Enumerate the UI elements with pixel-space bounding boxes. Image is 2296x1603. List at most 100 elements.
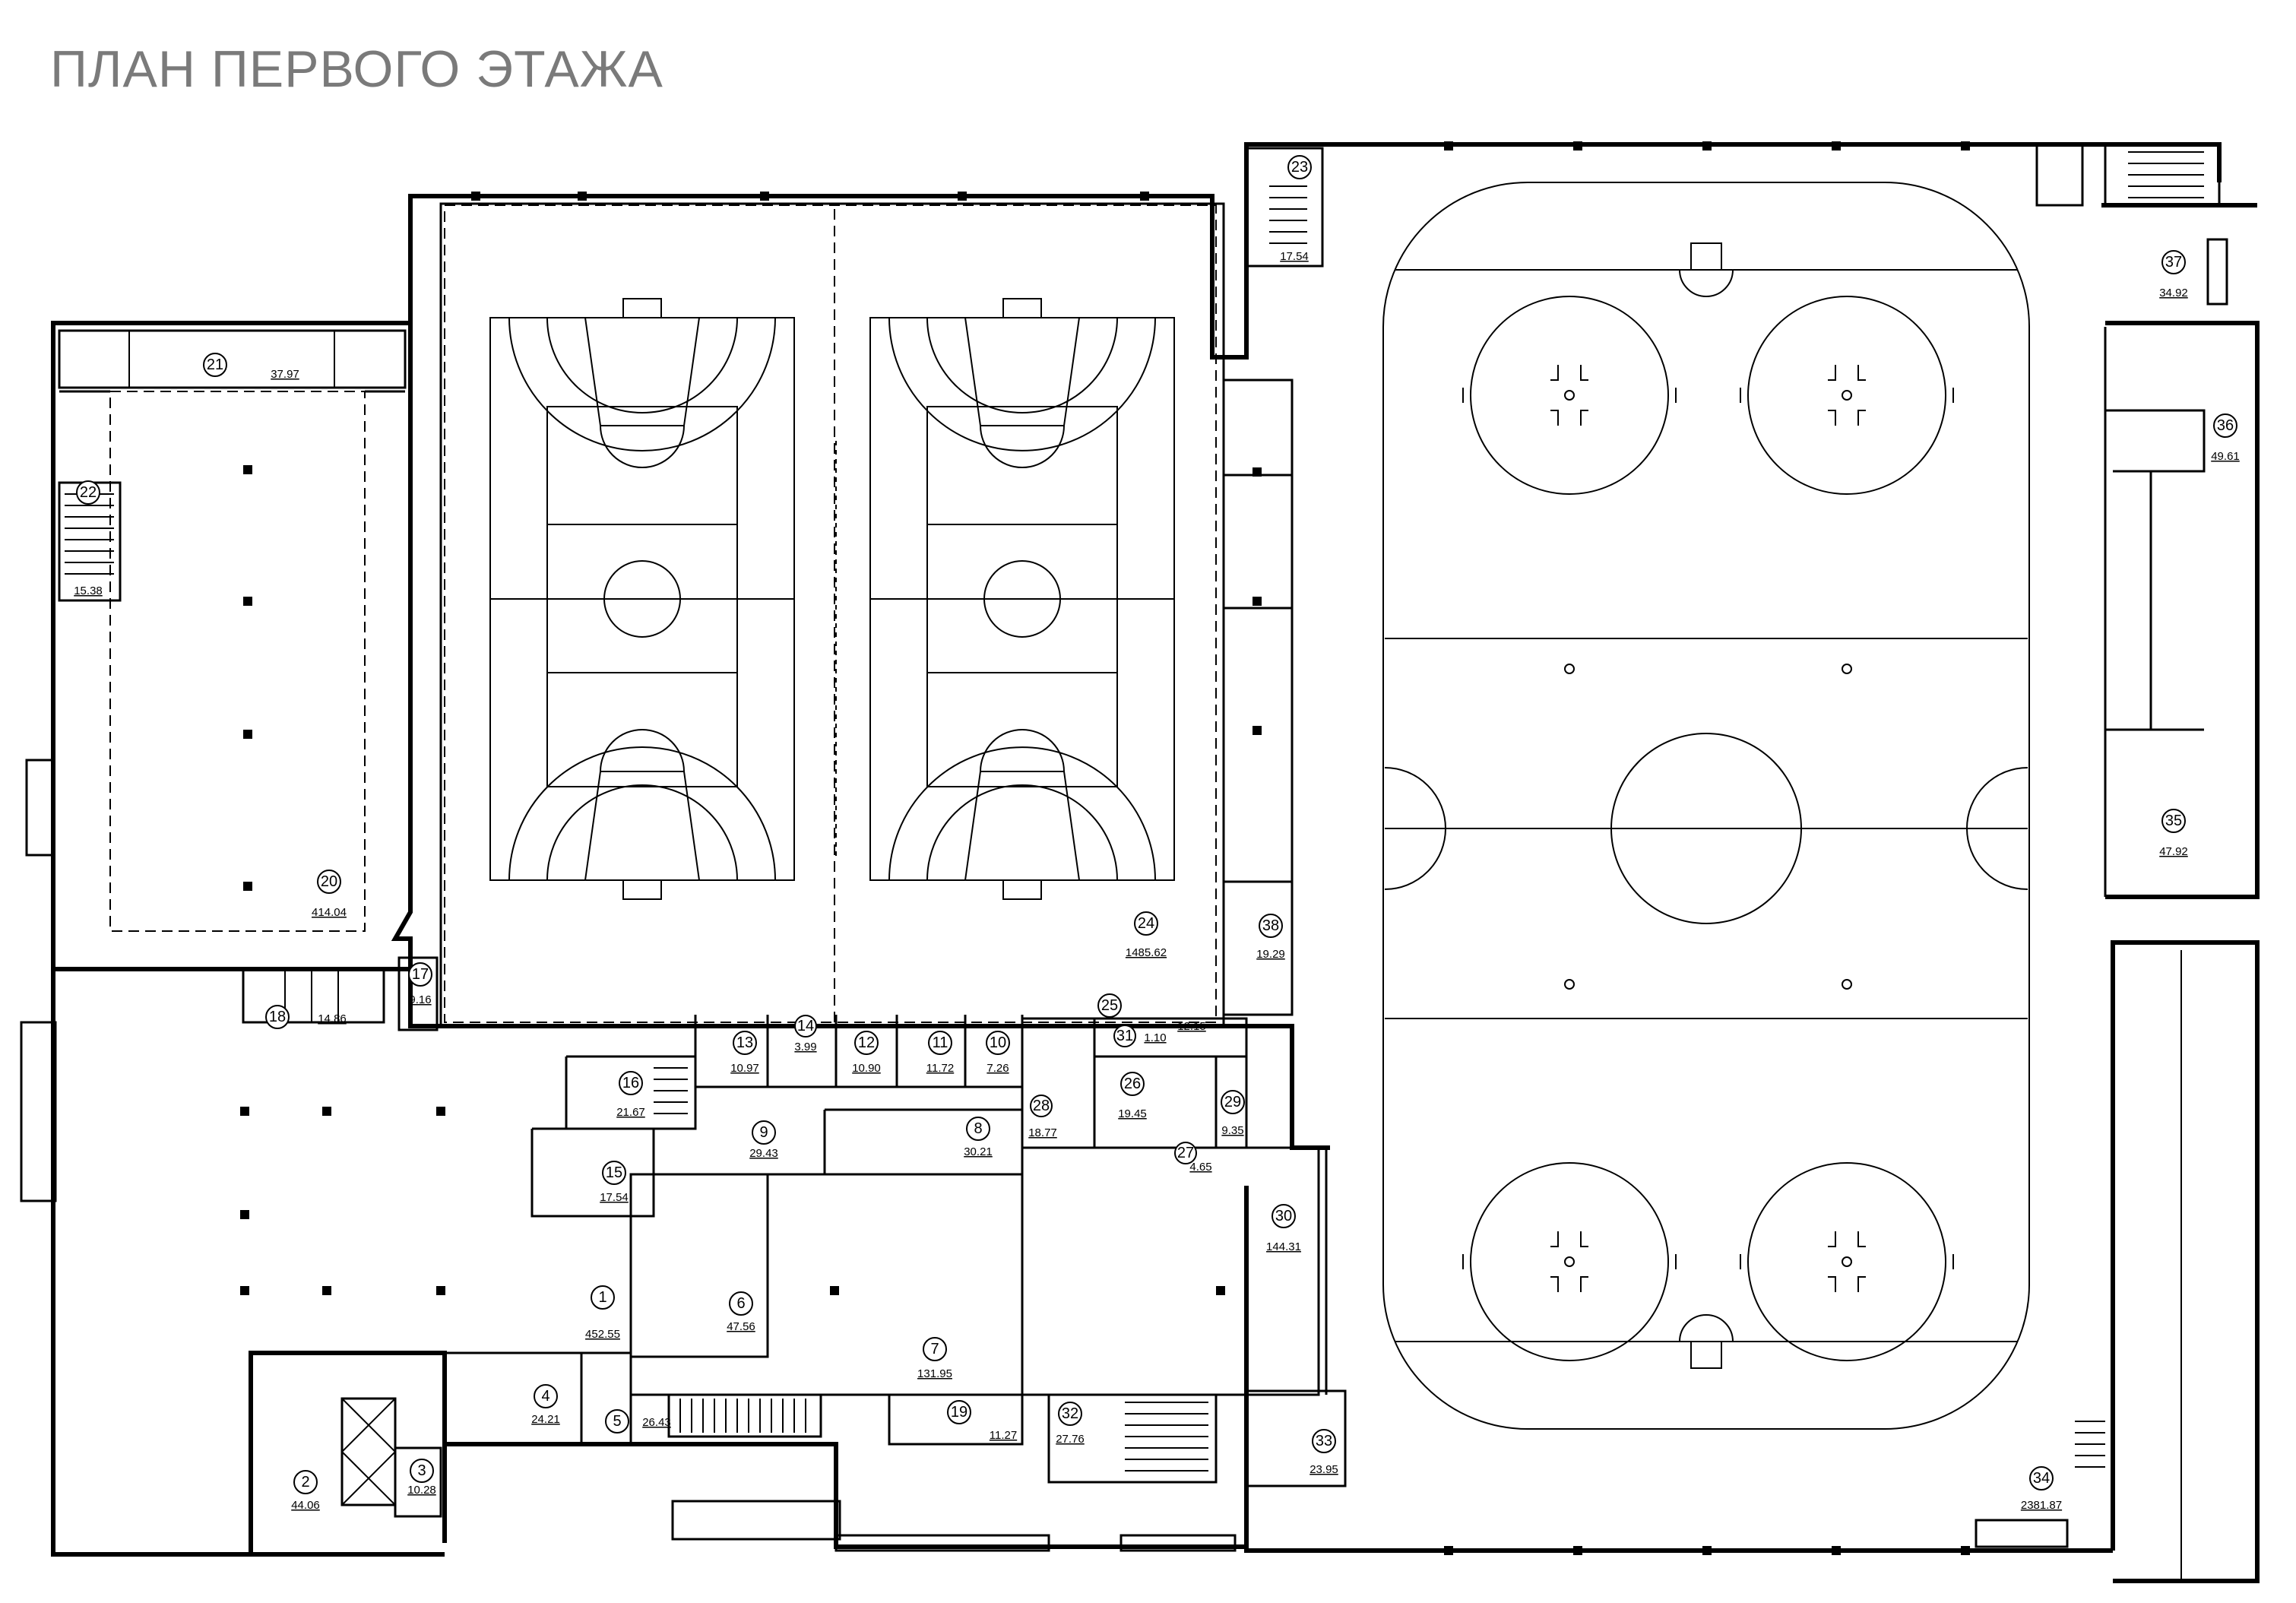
room-marker: 10: [986, 1031, 1010, 1055]
svg-text:3: 3: [417, 1462, 426, 1479]
svg-text:38: 38: [1262, 917, 1279, 934]
room-area: 19.29: [1256, 948, 1285, 961]
room-area: 11.27: [990, 1429, 1017, 1442]
room-area: 11.72: [926, 1062, 954, 1075]
basketball-court-b: [869, 298, 1175, 900]
room-area: 19.45: [1118, 1107, 1147, 1120]
room-marker: 7: [923, 1337, 947, 1361]
svg-text:4: 4: [541, 1388, 549, 1405]
room-area: 34.92: [2159, 287, 2188, 299]
central-rooms: [20, 956, 1237, 1552]
svg-text:21: 21: [207, 356, 223, 373]
room-area: 131.95: [917, 1367, 952, 1380]
room-marker: 6: [729, 1291, 753, 1316]
room-area: 44.06: [291, 1499, 320, 1512]
room-marker: 25: [1097, 993, 1122, 1018]
room-marker: 3: [410, 1459, 434, 1483]
room-area: 7.26: [986, 1062, 1009, 1075]
room-marker: 34: [2029, 1466, 2054, 1491]
stair-top-right: [2128, 151, 2204, 198]
svg-text:13: 13: [736, 1034, 753, 1051]
room-marker: 14: [794, 1015, 817, 1038]
svg-text:10: 10: [990, 1034, 1006, 1051]
left-wing: [25, 329, 407, 932]
room-marker: 30: [1272, 1204, 1296, 1228]
room-marker: 15: [602, 1161, 626, 1185]
room-area: 12.15: [1177, 1020, 1206, 1033]
room-marker: 32: [1058, 1402, 1082, 1426]
svg-text:6: 6: [736, 1295, 745, 1312]
room-area: 49.61: [2211, 450, 2240, 463]
room-marker: 29: [1221, 1090, 1245, 1114]
room-marker: 31: [1113, 1025, 1136, 1047]
room-marker: 1: [591, 1285, 615, 1310]
svg-text:25: 25: [1101, 997, 1118, 1014]
room-area: 144.31: [1266, 1240, 1301, 1253]
room-area: 14.86: [318, 1012, 347, 1025]
svg-text:8: 8: [974, 1120, 982, 1137]
faceoff-marks: [1462, 365, 1954, 1292]
svg-text:34: 34: [2033, 1470, 2050, 1487]
room-marker: 8: [966, 1117, 990, 1141]
svg-text:7: 7: [930, 1341, 939, 1357]
svg-text:33: 33: [1316, 1433, 1332, 1449]
svg-text:26: 26: [1124, 1076, 1141, 1092]
svg-text:28: 28: [1033, 1098, 1050, 1114]
room-area: 1.10: [1144, 1031, 1166, 1044]
room-area: 2381.87: [2021, 1499, 2062, 1512]
svg-text:31: 31: [1116, 1028, 1133, 1044]
room-markers: 1 452.55 2 44.06 3 10.28 4 24.21 5 26.43…: [74, 155, 2240, 1512]
room-area: 23.95: [1310, 1463, 1338, 1476]
room-area: 10.28: [407, 1484, 436, 1497]
room-marker: 26: [1120, 1072, 1145, 1096]
room-area: 26.43: [642, 1416, 671, 1429]
room-marker: 37: [2161, 250, 2186, 274]
room-area: 47.92: [2159, 845, 2188, 858]
room-area: 9.16: [409, 993, 431, 1006]
svg-text:11: 11: [933, 1034, 948, 1051]
svg-text:14: 14: [797, 1018, 814, 1034]
room-area: 1485.62: [1126, 946, 1167, 959]
room-marker: 27: [1174, 1142, 1197, 1164]
room-area: 17.54: [1280, 250, 1309, 263]
svg-text:37: 37: [2165, 254, 2182, 271]
room-area: 27.76: [1056, 1433, 1085, 1446]
gym-hall: [439, 192, 1294, 1028]
svg-text:17: 17: [412, 966, 429, 983]
room-area: 15.38: [74, 584, 103, 597]
svg-text:22: 22: [80, 484, 97, 501]
room-marker: 9: [752, 1120, 776, 1145]
room-area: 9.35: [1221, 1124, 1243, 1137]
room-area: 21.67: [616, 1106, 645, 1119]
room-marker: 21: [203, 353, 227, 377]
stair-corridor: [679, 1399, 806, 1433]
room-marker: 23: [1287, 155, 1312, 179]
room-marker: 2: [293, 1470, 318, 1494]
room-area: 3.99: [794, 1041, 816, 1053]
room-marker: 35: [2161, 809, 2186, 833]
room-area: 24.21: [531, 1413, 560, 1426]
svg-text:15: 15: [606, 1164, 622, 1181]
room-marker: 5: [605, 1409, 629, 1434]
svg-text:20: 20: [321, 873, 337, 890]
room-area: 18.77: [1028, 1126, 1057, 1139]
svg-text:24: 24: [1138, 915, 1154, 932]
room-marker: 4: [534, 1384, 558, 1408]
svg-text:5: 5: [613, 1413, 621, 1430]
svg-text:2: 2: [301, 1474, 309, 1491]
room-area: 37.97: [271, 368, 299, 381]
basketball-court-a: [489, 298, 795, 900]
svg-text:30: 30: [1275, 1208, 1292, 1224]
room-area: 10.90: [852, 1062, 881, 1075]
room-marker: 19: [947, 1400, 971, 1424]
room-area: 17.54: [600, 1191, 629, 1204]
room-marker: 16: [619, 1071, 643, 1095]
room-area: 452.55: [585, 1328, 620, 1341]
stair-23: [1269, 185, 1307, 244]
svg-text:27: 27: [1177, 1145, 1194, 1161]
room-marker: 22: [76, 480, 100, 505]
room-marker: 38: [1259, 914, 1283, 938]
locker-block: [1021, 1017, 1347, 1487]
room-area: 414.04: [312, 906, 347, 919]
